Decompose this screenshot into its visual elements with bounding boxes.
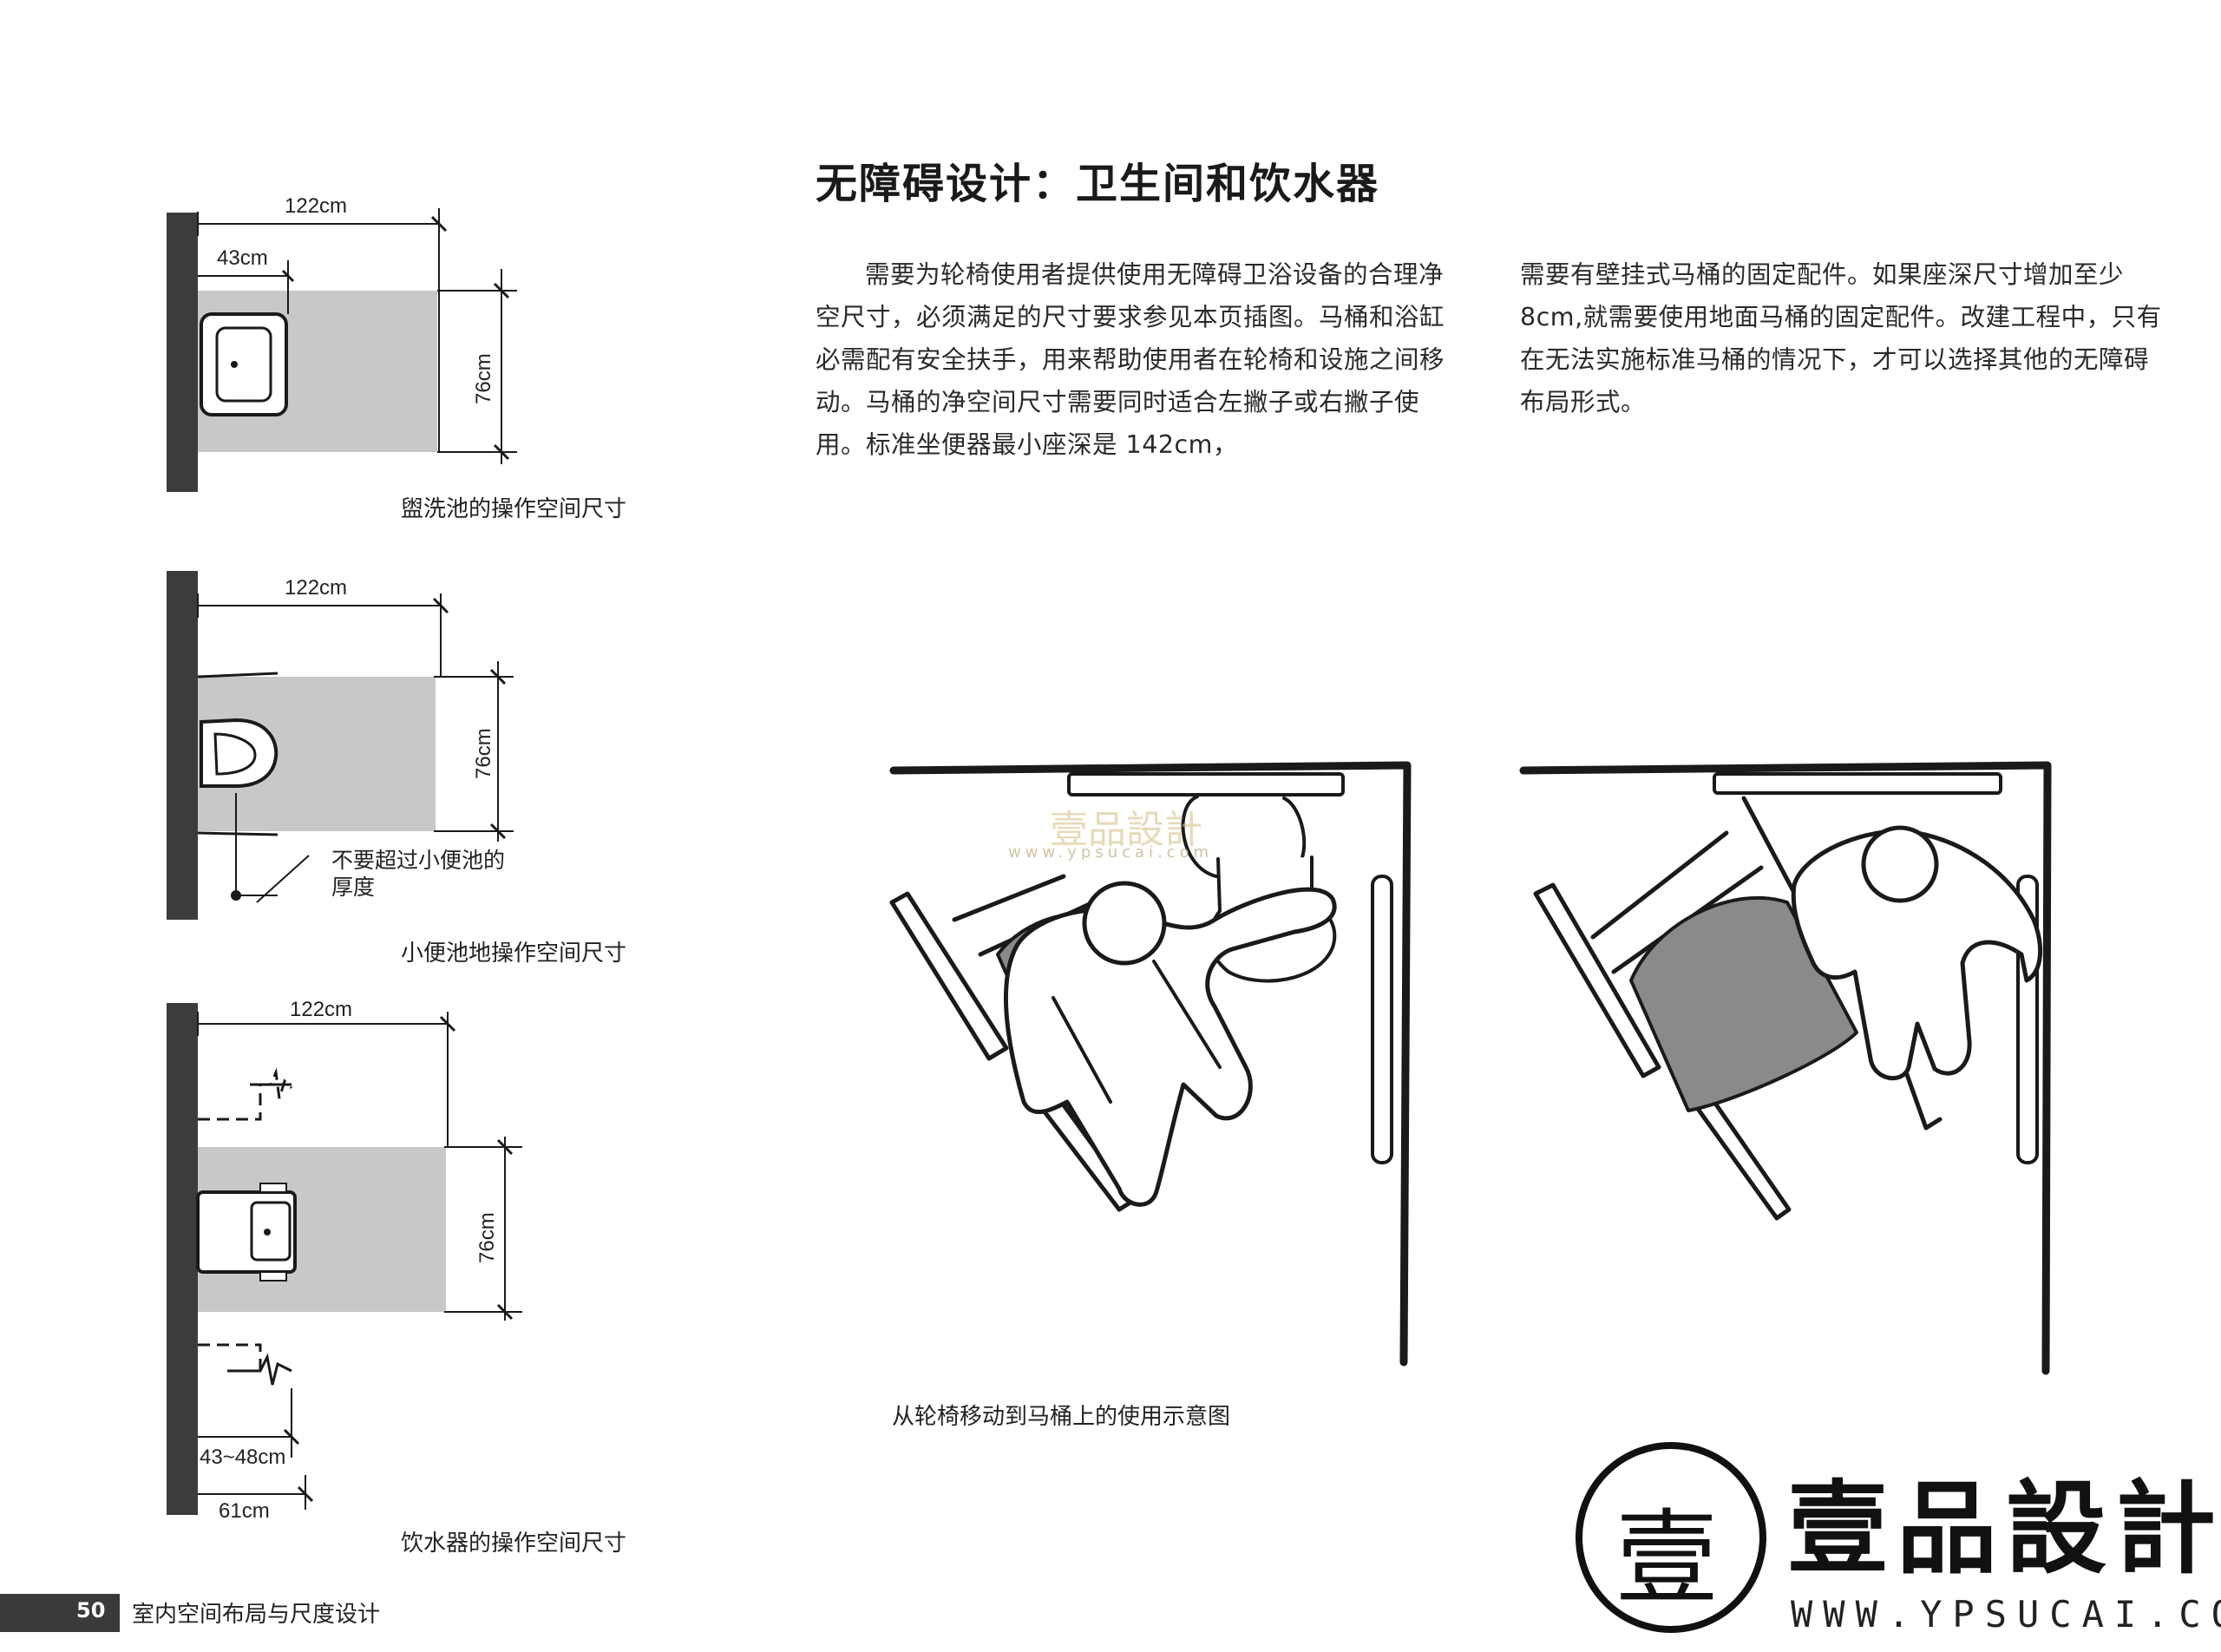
fountain-caption: 饮水器的操作空间尺寸	[401, 1531, 627, 1557]
lavatory-width-label: 122cm	[285, 194, 348, 218]
watermark-text: 壹品設計	[1050, 808, 1202, 852]
page-number: 50	[76, 1598, 106, 1622]
lavatory-wall	[167, 213, 198, 492]
urinal-note: 不要超过小便池的厚度	[331, 848, 506, 900]
urinal-width-label: 122cm	[285, 576, 348, 600]
lavatory-diagram	[167, 208, 517, 492]
urinal-diagram	[167, 571, 514, 920]
urinal-wall	[167, 571, 198, 920]
lavatory-depth-label: 76cm	[472, 353, 495, 404]
brand-url: WWW.YPSUCAI.COM	[1791, 1593, 2221, 1636]
body-paragraph-2: 需要有壁挂式马桶的固定配件。如果座深尺寸增加至少 8cm,就需要使用地面马桶的固…	[1520, 260, 2162, 416]
urinal-caption: 小便池地操作空间尺寸	[401, 941, 627, 967]
lavatory-caption: 盥洗池的操作空间尺寸	[401, 496, 627, 522]
fountain-wall	[167, 1003, 198, 1515]
transfer-illustration-left	[889, 761, 1412, 1367]
fountain-knee-label: 43~48cm	[200, 1446, 286, 1469]
page-title: 无障碍设计：卫生间和饮水器	[816, 160, 1380, 208]
transfer-caption: 从轮椅移动到马桶上的使用示意图	[892, 1404, 1231, 1430]
body-paragraph-1: 需要为轮椅使用者提供使用无障碍卫浴设备的合理净空尺寸，必须满足的尺寸要求参见本页…	[816, 260, 1445, 459]
fountain-depth-label: 76cm	[475, 1212, 499, 1263]
lavatory-sink	[200, 312, 288, 416]
transfer-illustration-right	[1519, 761, 2052, 1375]
fountain-diagram	[167, 1003, 522, 1515]
brand-logo-char: 壹	[1615, 1498, 1719, 1618]
urinal-depth-label: 76cm	[472, 728, 495, 779]
brand-logo	[1576, 1442, 1766, 1633]
brand-name: 壹品設計	[1787, 1470, 2221, 1588]
urinal-fixture	[200, 718, 278, 788]
lavatory-offset-label: 43cm	[217, 246, 268, 270]
watermark-url: www.ypsucai.com	[1008, 843, 1214, 862]
footer-bar	[0, 1594, 120, 1632]
fountain-width-label: 122cm	[290, 998, 353, 1021]
book-title: 室内空间布局与尺度设计	[132, 1602, 381, 1628]
fountain-base-label: 61cm	[219, 1499, 270, 1523]
